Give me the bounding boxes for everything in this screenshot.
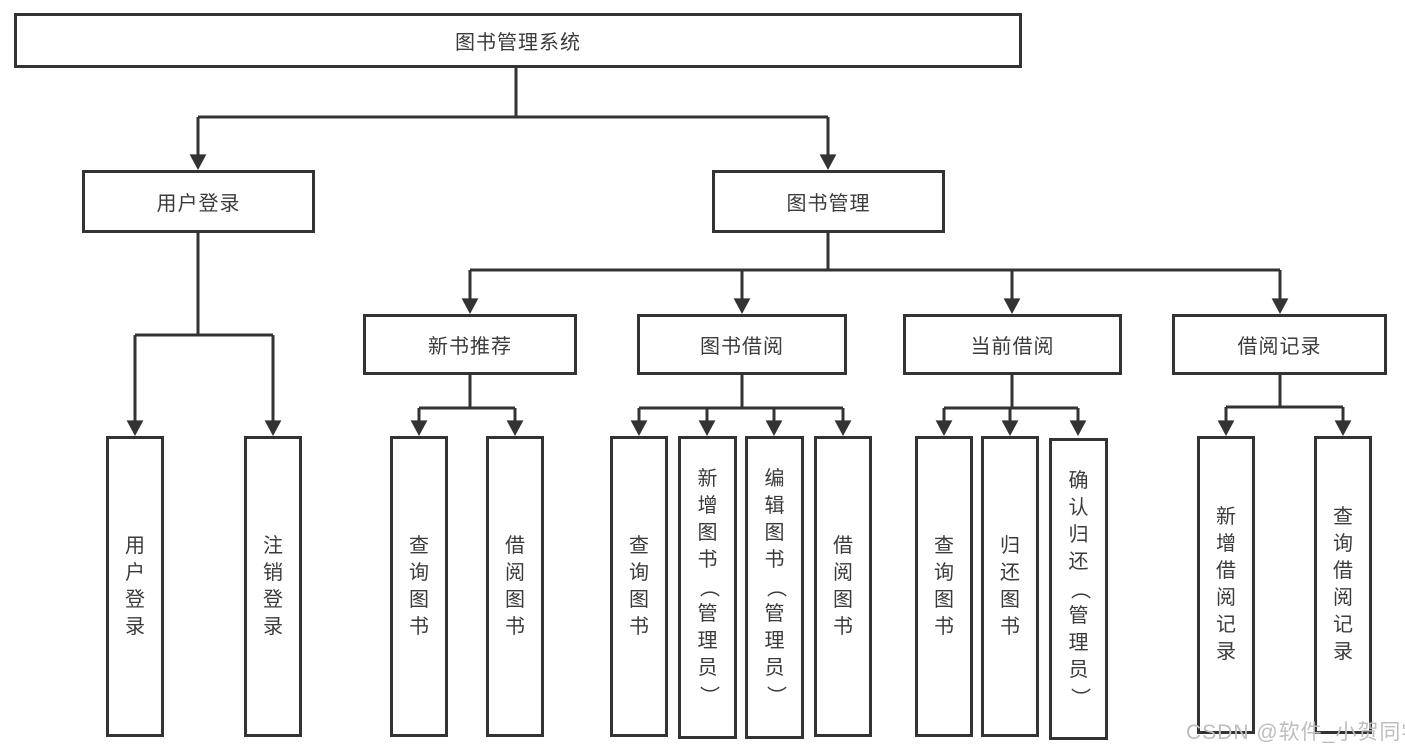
node-label: 借阅记录 — [1237, 336, 1322, 358]
node-label: 图书借阅 — [700, 336, 784, 358]
node-label: 注销登录 — [263, 534, 283, 638]
node-label: 借阅图书 — [505, 534, 525, 638]
node-user-login: 用户登录 — [82, 170, 315, 233]
branch-root — [198, 68, 828, 119]
node-system-root: 图书管理系统 — [14, 13, 1022, 68]
branch-book-borrowing — [639, 375, 843, 410]
node-borrowing-records: 借阅记录 — [1172, 314, 1387, 375]
node-label: 查询图书 — [934, 534, 954, 638]
node-label: 图书管理 — [786, 193, 871, 215]
leaf-br-query-record: 查询借阅记录 — [1314, 436, 1372, 734]
leaf-nbr-query-books: 查询图书 — [390, 436, 448, 737]
node-label: 新增借阅记录 — [1216, 506, 1236, 663]
branch-user-login — [135, 233, 273, 337]
node-label: 归还图书 — [1000, 534, 1020, 638]
leaf-cb-query-books: 查询图书 — [915, 436, 973, 737]
node-label: 用户登录 — [125, 534, 145, 638]
leaf-user-login: 用户登录 — [106, 436, 164, 737]
node-current-borrowing: 当前借阅 — [903, 314, 1122, 375]
node-label: 确认归还（管理员） — [1068, 469, 1090, 708]
leaf-cb-confirm-return-admin: 确认归还（管理员） — [1049, 438, 1108, 740]
leaf-bb-query-books: 查询图书 — [610, 436, 668, 737]
leaf-nbr-borrow-books: 借阅图书 — [486, 436, 544, 737]
node-label: 查询借阅记录 — [1333, 506, 1353, 663]
node-book-borrowing: 图书借阅 — [637, 314, 847, 375]
node-label: 借阅图书 — [833, 534, 853, 638]
leaf-cb-return-books: 归还图书 — [981, 436, 1039, 737]
node-label: 用户登录 — [156, 193, 241, 215]
node-label: 新书推荐 — [428, 336, 512, 358]
branch-new-book-recommendation — [419, 375, 515, 410]
leaf-bb-borrow-books: 借阅图书 — [814, 436, 872, 737]
node-new-book-recommendation: 新书推荐 — [363, 314, 577, 375]
leaf-logout-login: 注销登录 — [244, 436, 302, 737]
leaf-bb-add-books-admin: 新增图书（管理员） — [678, 436, 737, 739]
node-book-management: 图书管理 — [712, 170, 945, 233]
node-label: 图书管理系统 — [455, 32, 581, 54]
branch-current-borrowing — [944, 375, 1078, 410]
watermark-csdn: CSDN @软件_小贺同学 — [1186, 721, 1405, 744]
leaf-bb-edit-books-admin: 编辑图书（管理员） — [745, 436, 804, 739]
node-label: 查询图书 — [629, 534, 649, 638]
branch-borrowing-records — [1226, 375, 1343, 409]
node-label: 编辑图书（管理员） — [764, 468, 786, 706]
leaf-br-add-record: 新增借阅记录 — [1197, 436, 1255, 734]
branch-book-management — [470, 233, 1280, 272]
node-label: 查询图书 — [409, 534, 429, 638]
node-label: 新增图书（管理员） — [697, 468, 719, 706]
node-label: 当前借阅 — [970, 336, 1055, 358]
